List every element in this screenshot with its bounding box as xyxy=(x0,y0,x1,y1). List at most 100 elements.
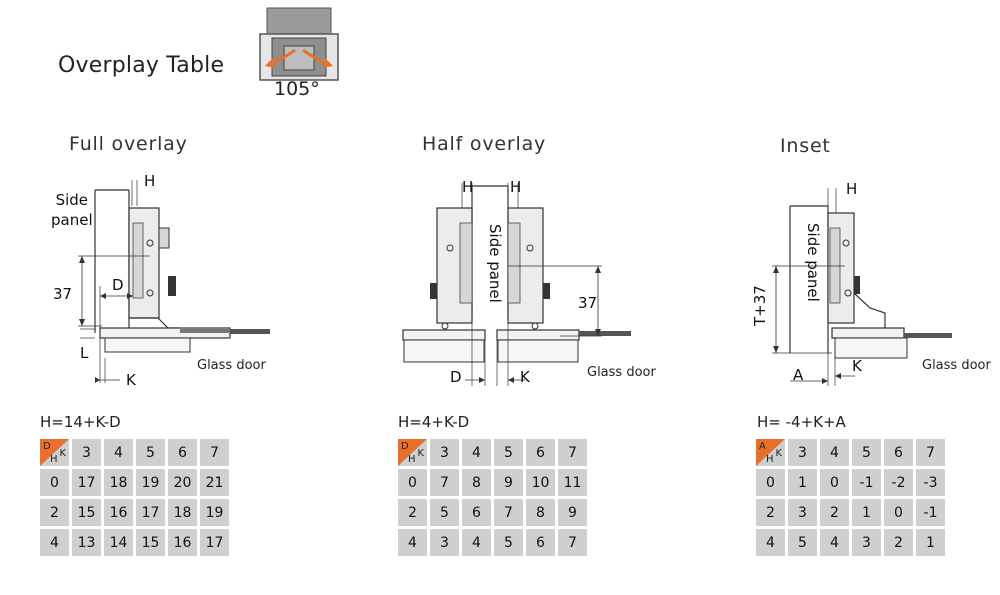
table-header-cell: 7 xyxy=(200,439,229,466)
half-overlay-diagram xyxy=(402,183,631,386)
table-cell: 1 xyxy=(852,499,881,526)
table-cell: 19 xyxy=(200,499,229,526)
table-row-key: 4 xyxy=(40,529,69,556)
section-title-full-overlay: Full overlay xyxy=(69,133,188,155)
table-cell: 6 xyxy=(462,499,491,526)
table-cell: 17 xyxy=(72,469,101,496)
table-cell: 7 xyxy=(494,499,523,526)
table-cell: 2 xyxy=(884,529,913,556)
corner-right-label: K xyxy=(59,448,66,459)
corner-top-label: D xyxy=(43,441,51,452)
corner-bottom-label: H xyxy=(50,454,58,465)
table-cell: 3 xyxy=(788,499,817,526)
table-header-cell: 5 xyxy=(852,439,881,466)
inset-side-panel-label: Side panel xyxy=(804,223,822,302)
table-cell: 5 xyxy=(494,529,523,556)
table-header-cell: 4 xyxy=(820,439,849,466)
table-cell: 5 xyxy=(788,529,817,556)
table-row-key: 4 xyxy=(756,529,785,556)
half-side-panel-label: Side panel xyxy=(486,224,504,303)
full-l-label: L xyxy=(80,344,89,362)
full-side-panel-line1: Side xyxy=(55,191,89,209)
table-cell: 4 xyxy=(462,529,491,556)
table-cell: 16 xyxy=(168,529,197,556)
inset-glass-door-label: Glass door xyxy=(922,358,991,373)
cabinet-105-icon xyxy=(259,7,339,81)
table-cell: 15 xyxy=(136,529,165,556)
half-dim-label: 37 xyxy=(578,294,598,312)
inset-diagram xyxy=(772,188,952,386)
full-dim-label: 37 xyxy=(53,285,73,303)
inset-formula: H= -4+K+A xyxy=(757,413,846,431)
page-title: Overplay Table xyxy=(58,53,225,78)
table-cell: 8 xyxy=(462,469,491,496)
table-header-cell: 6 xyxy=(168,439,197,466)
table-cell: -3 xyxy=(916,469,945,496)
corner-bottom-label: H xyxy=(766,454,774,465)
table-cell: 16 xyxy=(104,499,133,526)
table-row-key: 2 xyxy=(756,499,785,526)
corner-diagonal xyxy=(40,439,69,466)
full-side-panel-line2: panel xyxy=(51,211,93,229)
table-cell: 9 xyxy=(494,469,523,496)
corner-diagonal xyxy=(398,439,427,466)
half-k-label: K xyxy=(520,368,530,386)
full-d-label: D xyxy=(112,276,124,294)
section-title-half-overlay: Half overlay xyxy=(422,133,547,155)
table-cell: 9 xyxy=(558,499,587,526)
inset-dim-label: T+37 xyxy=(751,285,769,326)
full-k-label: K xyxy=(126,371,136,389)
inset-a-label: A xyxy=(793,366,804,384)
table-cell: -2 xyxy=(884,469,913,496)
table-row-key: 0 xyxy=(40,469,69,496)
table-cell: -1 xyxy=(852,469,881,496)
half-formula: H=4+K-D xyxy=(398,413,470,431)
corner-top-label: A xyxy=(759,441,766,452)
half-h-left-label: H xyxy=(462,178,474,196)
table-cell: 4 xyxy=(820,529,849,556)
full-h-label: H xyxy=(144,172,156,190)
table-cell: 17 xyxy=(200,529,229,556)
table-cell: 7 xyxy=(558,529,587,556)
table-cell: 0 xyxy=(820,469,849,496)
table-cell: 7 xyxy=(430,469,459,496)
table-cell: 19 xyxy=(136,469,165,496)
table-header-cell: 5 xyxy=(494,439,523,466)
table-cell: 15 xyxy=(72,499,101,526)
table-cell: 3 xyxy=(430,529,459,556)
table-cell: 21 xyxy=(200,469,229,496)
inset-k-label: K xyxy=(852,357,862,375)
full-overlay-diagram xyxy=(78,180,270,383)
corner-top-label: D xyxy=(401,441,409,452)
table-header-cell: 3 xyxy=(72,439,101,466)
table-cell: 0 xyxy=(884,499,913,526)
table-header-cell: 4 xyxy=(104,439,133,466)
full-glass-door-label: Glass door xyxy=(197,358,266,373)
table-cell: 5 xyxy=(430,499,459,526)
table-row-key: 2 xyxy=(398,499,427,526)
table-row-key: 0 xyxy=(398,469,427,496)
table-cell: 13 xyxy=(72,529,101,556)
table-header-cell: 6 xyxy=(526,439,555,466)
table-row-key: 2 xyxy=(40,499,69,526)
table-cell: -1 xyxy=(916,499,945,526)
table-cell: 11 xyxy=(558,469,587,496)
table-header-cell: 3 xyxy=(430,439,459,466)
table-cell: 20 xyxy=(168,469,197,496)
half-h-right-label: H xyxy=(510,178,522,196)
table-cell: 18 xyxy=(168,499,197,526)
